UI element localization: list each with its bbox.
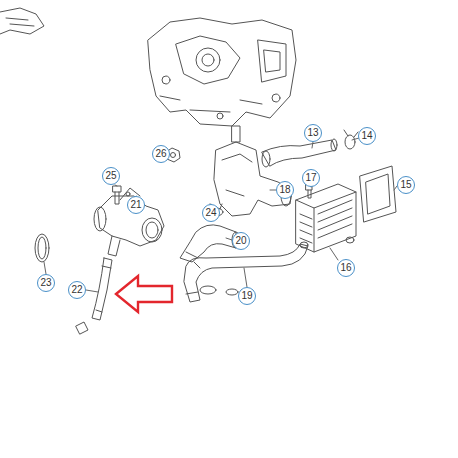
callout-number: 19 [238,287,256,305]
callout-text: 20 [235,236,246,246]
callout-text: 25 [105,171,116,181]
callout-number: 20 [232,232,250,250]
callout-number: 16 [337,259,355,277]
callout-text: 19 [241,291,252,301]
pointer-arrow [116,276,172,312]
callout-number: 24 [202,204,220,222]
callout-number: 21 [127,196,145,214]
callout-text: 14 [361,131,372,141]
callout-text: 13 [307,128,318,138]
callout-text: 16 [340,263,351,273]
callout-number: 15 [397,176,415,194]
callout-text: 17 [305,173,316,183]
callout-number: 13 [304,124,322,142]
callout-number: 22 [68,281,86,299]
callout-number: 14 [358,127,376,145]
callout-number: 25 [102,167,120,185]
callout-text: 15 [400,180,411,190]
line-art [0,8,397,334]
callout-text: 26 [155,149,166,159]
callout-text: 23 [40,278,51,288]
callout-text: 18 [279,185,290,195]
callout-number: 26 [152,145,170,163]
callout-text: 24 [205,208,216,218]
callout-text: 22 [71,285,82,295]
callout-text: 21 [130,200,141,210]
callout-number: 17 [302,169,320,187]
callout-number: 18 [276,181,294,199]
callout-number: 23 [37,274,55,292]
